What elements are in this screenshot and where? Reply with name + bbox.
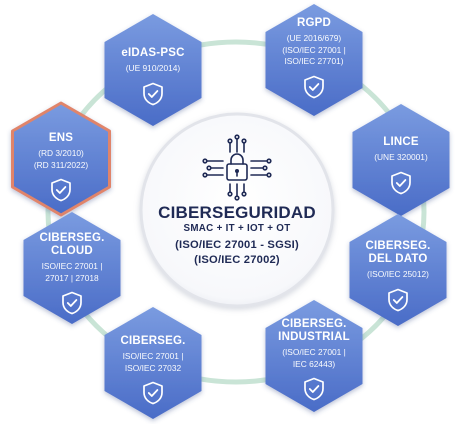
hexagon-standard: (UNE 320001) <box>374 152 428 162</box>
hexagon-standard: 27017 | 27018 <box>45 272 99 283</box>
center-subtitle: SMAC + IT + IOT + OT <box>183 223 291 234</box>
hexagon-label-industrial: CIBERSEG.INDUSTRIAL (ISO/IEC 27001 |IEC 6… <box>264 318 364 401</box>
shield-check-icon <box>391 171 411 194</box>
hexagon-title: LINCE <box>383 136 419 148</box>
hexagon-title: CLOUD <box>51 245 93 257</box>
center-standard-1: (ISO/IEC 27001 - SGSI) <box>175 239 299 251</box>
shield-check-icon <box>304 377 324 401</box>
hexagon-title: RGPD <box>296 17 332 29</box>
hexagon-standard: (ISO/IEC 27001 | <box>282 347 346 357</box>
hexagon-standard: IEC 62443) <box>292 358 336 369</box>
hexagon-standard: ISO/IEC 27032 <box>124 362 182 373</box>
hexagon-title: CIBERSEG. <box>120 335 186 347</box>
hexagon-cloud <box>23 212 121 324</box>
hexagon-industrial <box>265 300 363 412</box>
hexagon-standard: (UE 2016/679) <box>286 33 342 43</box>
hexagon-standard: ISO/IEC 27001 | <box>122 351 184 361</box>
hexagon-label-dato: CIBERSEG.DEL DATO (ISO/IEC 25012) <box>348 240 448 312</box>
hexagon-standard: ISO/IEC 27701) <box>284 56 344 66</box>
hexagon-title: CIBERSEG. <box>365 240 431 252</box>
hexagon-standard: (RD 311/2022) <box>33 159 89 170</box>
shield-check-icon <box>304 75 324 98</box>
center-label: CIBERSEGURIDAD SMAC + IT + IOT + OT (ISO… <box>147 0 327 424</box>
center-title: CIBERSEGURIDAD <box>158 203 316 222</box>
hexagon-standard: ISO/IEC 27001 | <box>41 261 103 271</box>
shield-check-icon <box>143 82 163 105</box>
hexagon-standard: (RD 3/2010) <box>38 148 84 158</box>
hexagon-label-cloud: CIBERSEG.CLOUD ISO/IEC 27001 |27017 | 270… <box>22 232 122 315</box>
hexagon-label-ciberseg: CIBERSEG. ISO/IEC 27001 |ISO/IEC 27032 <box>103 335 203 405</box>
hexagon-dato <box>349 214 447 326</box>
hexagon-standard: (ISO/IEC 25012) <box>367 269 429 279</box>
hexagon-label-rgpd: RGPD (UE 2016/679)(ISO/IEC 27001 |ISO/IEC… <box>264 17 364 99</box>
hexagon-standard: (UE 910/2014) <box>125 63 181 73</box>
hexagon-title: CIBERSEG. <box>39 232 105 244</box>
hexagon-eidas <box>104 14 202 126</box>
shield-check-icon <box>51 178 71 202</box>
hexagon-label-ens: ENS (RD 3/2010)(RD 311/2022) <box>11 132 111 202</box>
hexagon-ens <box>11 101 111 217</box>
hexagon-lince <box>352 104 450 216</box>
hexagon-title: eIDAS-PSC <box>121 47 185 59</box>
hexagon-title: CIBERSEG. <box>281 318 347 330</box>
hexagon-standard: (ISO/IEC 27001 | <box>282 44 346 55</box>
center-standard-2: (ISO/IEC 27002) <box>194 254 280 266</box>
hexagon-rgpd <box>265 4 363 116</box>
hexagon-label-eidas: eIDAS-PSC (UE 910/2014) <box>103 47 203 106</box>
hexagon-ciberseg <box>104 307 202 419</box>
shield-check-icon <box>143 381 163 405</box>
hexagon-label-lince: LINCE (UNE 320001) <box>351 136 451 195</box>
shield-check-icon <box>388 288 408 311</box>
circuit-lock-icon <box>202 134 272 201</box>
hexagon-title: INDUSTRIAL <box>278 331 350 343</box>
hexagon-title: ENS <box>48 132 74 144</box>
hexagon-title: DEL DATO <box>368 253 428 265</box>
shield-check-icon <box>62 291 82 315</box>
